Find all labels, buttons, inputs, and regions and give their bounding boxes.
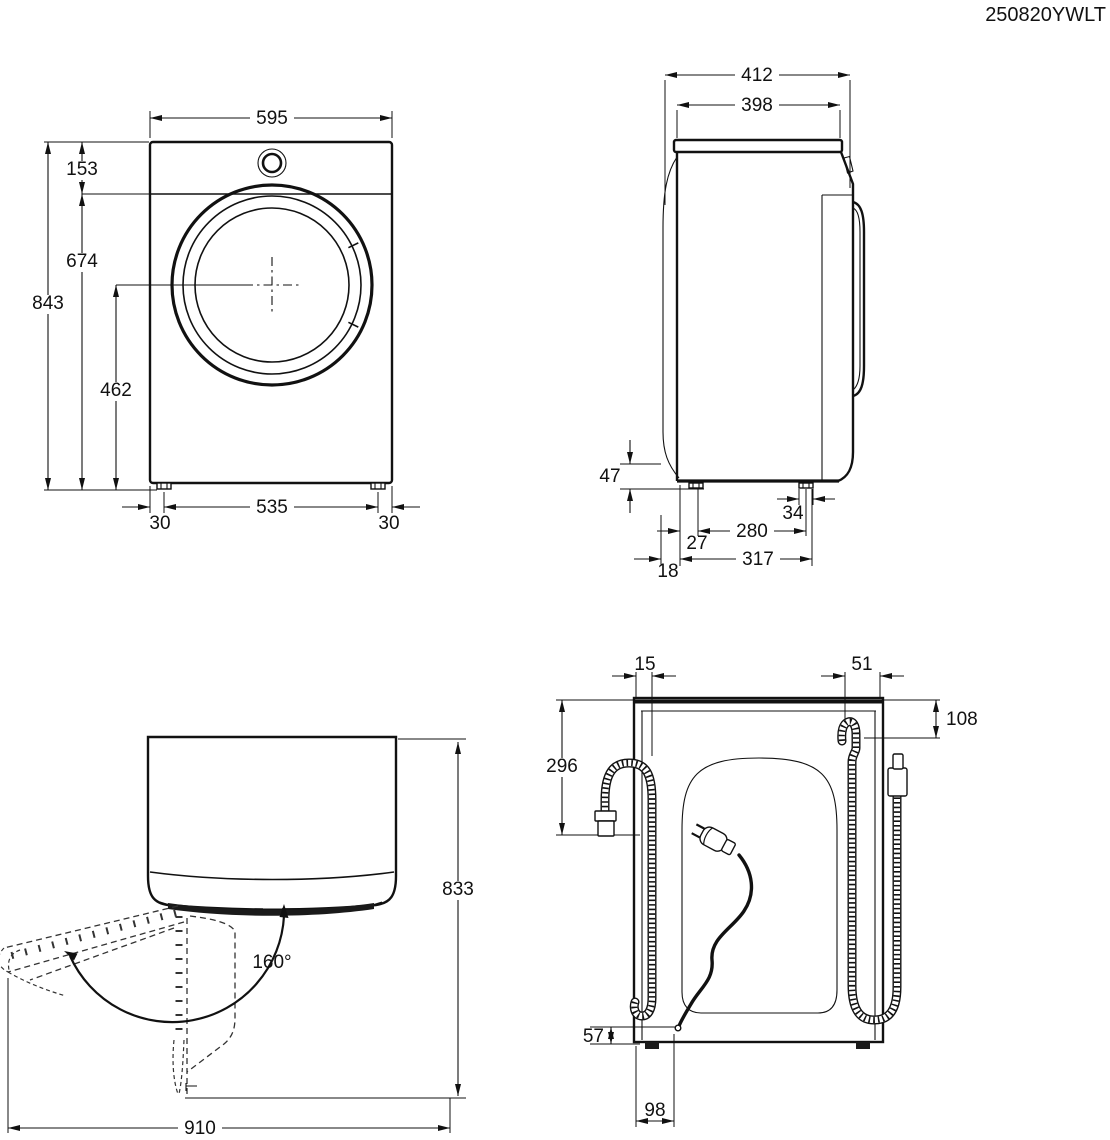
washer-front-outline [148,140,394,490]
dim-front-foot-left: 30 [149,513,170,534]
dim-rear-cord-height: 57 [583,1026,604,1047]
dim-front-door-center: 462 [100,380,132,401]
door-swing-dashed [0,905,236,1096]
cord-outlet [674,1024,682,1032]
rear-panel-bulge [662,156,680,479]
washer-rear-outline [632,696,885,1049]
inlet-hose [837,717,908,1025]
dim-rear-drain-top: 296 [546,756,578,777]
door-handle-mark [348,242,359,249]
inlet-hose-fitting [887,767,908,797]
dim-side-rear-clearance: 18 [657,561,678,582]
dim-front-width: 595 [256,108,288,129]
dim-side-depth-total: 412 [741,65,773,86]
dim-front-foot-right: 30 [378,513,399,534]
dim-side-plinth: 47 [599,466,620,487]
door-open-view: 833 160° 910 [0,735,478,1139]
drain-hose [594,758,657,1021]
door-bulge [852,200,866,398]
drawing-code: 250820YWLT [985,4,1106,26]
dim-front-total-height: 843 [32,293,64,314]
dim-open-height: 833 [442,879,474,900]
rear-recess-arch [681,757,838,1014]
dim-front-panel-height: 153 [66,159,98,180]
dim-front-foot-spacing: 535 [256,497,288,518]
program-knob-icon [257,148,287,178]
dim-rear-cord-offset: 98 [644,1100,665,1121]
dim-side-foot-span: 317 [742,549,774,570]
drawer-edge-detail [843,155,854,174]
worktop [672,138,844,154]
front-view: 595 153 674 843 462 535 30 30 [28,108,420,534]
dim-side-foot-spacing: 280 [736,521,768,542]
dim-rear-drain-offset: 15 [634,654,655,675]
dim-rear-inlet-top: 108 [946,709,978,730]
plug-icon [691,823,736,856]
rear-foot-right [856,1042,870,1049]
rear-foot-left [645,1042,659,1049]
closed-door-edge [168,903,374,916]
door-ring [170,183,374,387]
dim-side-foot-width: 34 [782,503,804,524]
side-view: 412 398 47 34 280 27 317 18 [599,65,866,582]
power-cord [674,823,754,1032]
door-swing-arc [64,904,289,1024]
dim-side-depth-body: 398 [741,95,773,116]
washer-door-open-outline [146,735,398,916]
side-feet [688,482,814,489]
rear-view: 15 51 108 296 57 98 [542,654,978,1127]
front-feet [156,482,386,490]
dim-front-panel-to-floor: 674 [66,251,98,272]
drain-hose-connector [594,810,617,822]
washer-side-outline [662,138,866,489]
dim-open-angle: 160° [252,952,291,973]
dim-side-rear-foot-offset: 27 [686,533,707,554]
dim-open-depth: 910 [184,1118,216,1139]
door-handle-notch [263,903,282,909]
dim-rear-inlet-offset: 51 [851,654,872,675]
